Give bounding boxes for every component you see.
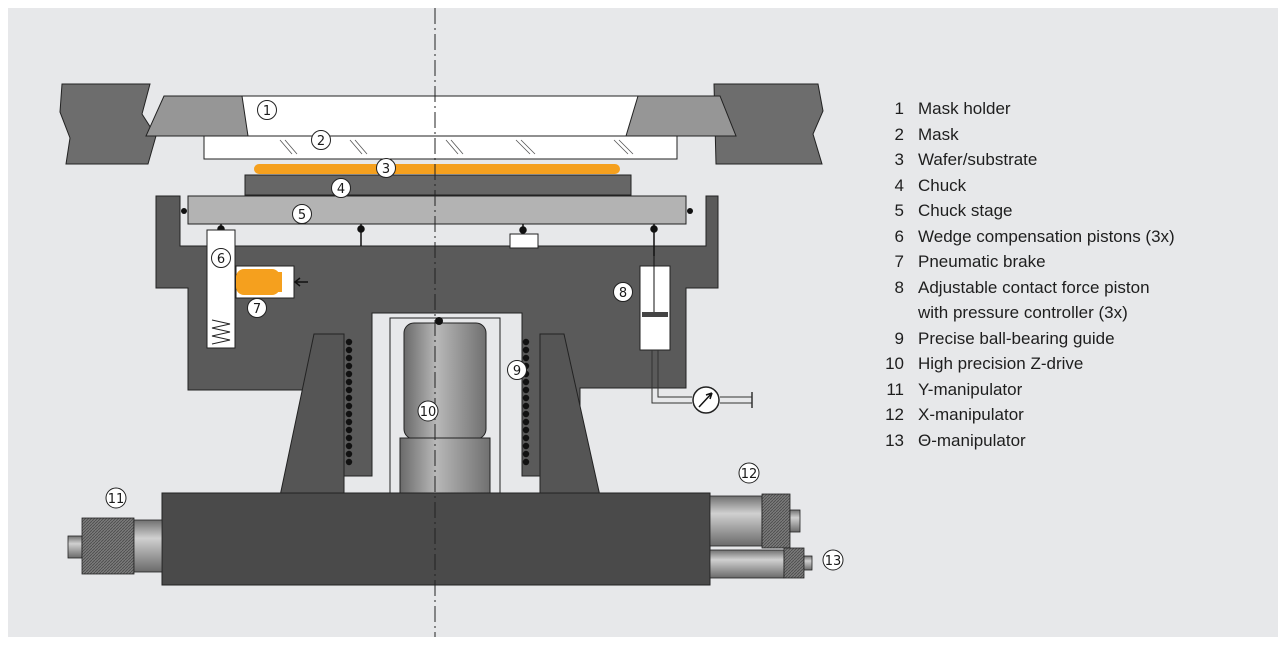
x-manipulator (709, 493, 801, 549)
marker-8: 8 (613, 282, 633, 302)
legend-label: Precise ball-bearing guide (918, 328, 1115, 348)
legend-item-4: 4 Chuck (876, 173, 1175, 199)
svg-text:13: 13 (825, 554, 842, 569)
legend-label: Chuck stage (918, 201, 1013, 220)
contact-force-piston (639, 265, 671, 351)
legend-number: 2 (894, 124, 904, 144)
marker-2: 2 (311, 130, 331, 150)
center-block (509, 233, 539, 249)
mask (203, 135, 678, 160)
legend-number: 4 (894, 175, 904, 195)
marker-13: 13 (822, 549, 844, 571)
svg-text:2: 2 (317, 134, 325, 149)
marker-12: 12 (738, 462, 760, 484)
mask-holder-opening (241, 95, 639, 137)
frame-right (713, 83, 824, 165)
legend-number: 9 (894, 328, 904, 348)
legend-label: Mask holder (918, 99, 1011, 118)
legend-number: 8 (894, 277, 904, 297)
chuck-stage (187, 195, 687, 225)
marker-7: 7 (247, 298, 267, 318)
svg-text:6: 6 (217, 252, 225, 267)
mask-hatching (279, 139, 634, 155)
y-manipulator (67, 517, 163, 575)
chuck (244, 174, 632, 196)
legend-label: Wafer/substrate (918, 150, 1038, 169)
diagram-panel: 1 2 3 4 5 6 7 8 9 10 11 12 13 1 Mask hold… (8, 8, 1278, 637)
legend-number: 10 (885, 354, 904, 373)
legend-label: Mask (918, 124, 959, 144)
legend-item-3: 3 Wafer/substrate (876, 147, 1175, 173)
legend-label: Θ-manipulator (918, 430, 1026, 450)
legend-item-1: 1 Mask holder (876, 96, 1175, 122)
base-plate (161, 492, 711, 586)
legend-item-8: 8 Adjustable contact force piston with pre… (876, 275, 1175, 326)
svg-text:7: 7 (253, 302, 261, 317)
legend-item-13: 13 Θ-manipulator (876, 428, 1175, 454)
svg-text:12: 12 (741, 467, 758, 482)
legend-label: Y-manipulator (918, 379, 1023, 399)
svg-text:3: 3 (382, 162, 390, 177)
legend-label: High precision Z-drive (918, 354, 1084, 373)
marker-6: 6 (211, 248, 231, 268)
legend-number: 13 (885, 430, 904, 450)
legend-label: Adjustable contact force piston (918, 277, 1150, 297)
brake-arrow (293, 277, 308, 287)
svg-text:1: 1 (263, 104, 271, 119)
legend-number: 6 (894, 226, 904, 246)
legend-number: 3 (894, 150, 904, 169)
pressure-line (651, 350, 692, 404)
legend-number: 7 (894, 252, 904, 271)
frame-left (59, 83, 157, 165)
marker-9: 9 (507, 360, 527, 380)
wafer (254, 164, 620, 174)
legend-number: 1 (894, 99, 904, 118)
legend-label: X-manipulator (918, 405, 1024, 424)
legend-item-10: 10 High precision Z-drive (876, 351, 1175, 377)
marker-10: 10 (417, 400, 439, 422)
legend-number: 12 (885, 405, 904, 424)
legend-item-11: 11 Y-manipulator (876, 377, 1175, 403)
svg-text:9: 9 (513, 364, 521, 379)
svg-text:4: 4 (337, 182, 345, 197)
ball-bearings-right (522, 338, 530, 466)
pneumatic-brake (236, 269, 280, 295)
marker-5: 5 (292, 204, 312, 224)
legend-item-9: 9 Precise ball-bearing guide (876, 326, 1175, 352)
svg-text:10: 10 (420, 405, 437, 420)
marker-1: 1 (257, 100, 277, 120)
wedge-piston-spring (211, 319, 231, 345)
legend-item-6: 6 Wedge compensation pistons (3x) (876, 224, 1175, 250)
marker-4: 4 (331, 178, 351, 198)
svg-text:11: 11 (108, 492, 125, 507)
z-drive (403, 322, 487, 440)
theta-manipulator (709, 547, 813, 579)
marker-3: 3 (376, 158, 396, 178)
legend-item-12: 12 X-manipulator (876, 402, 1175, 428)
legend-label: Chuck (918, 175, 967, 195)
legend-label-line2: with pressure controller (3x) (918, 303, 1128, 322)
legend-item-7: 7 Pneumatic brake (876, 249, 1175, 275)
legend-label: Pneumatic brake (918, 252, 1046, 271)
ball-bearings-left (345, 338, 353, 466)
legend-label: Wedge compensation pistons (3x) (918, 226, 1175, 246)
legend-item-5: 5 Chuck stage (876, 198, 1175, 224)
legend-item-2: 2 Mask (876, 122, 1175, 148)
marker-11: 11 (105, 487, 127, 509)
legend-label-wrap: Adjustable contact force piston with pres… (918, 275, 1150, 326)
legend-number: 11 (886, 379, 904, 399)
mask-aligner-diagram: 1 2 3 4 5 6 7 8 9 10 11 12 13 (59, 8, 844, 637)
legend-number: 5 (894, 201, 904, 220)
z-drive-base (399, 437, 491, 497)
svg-text:8: 8 (619, 286, 627, 301)
svg-text:5: 5 (298, 208, 306, 223)
